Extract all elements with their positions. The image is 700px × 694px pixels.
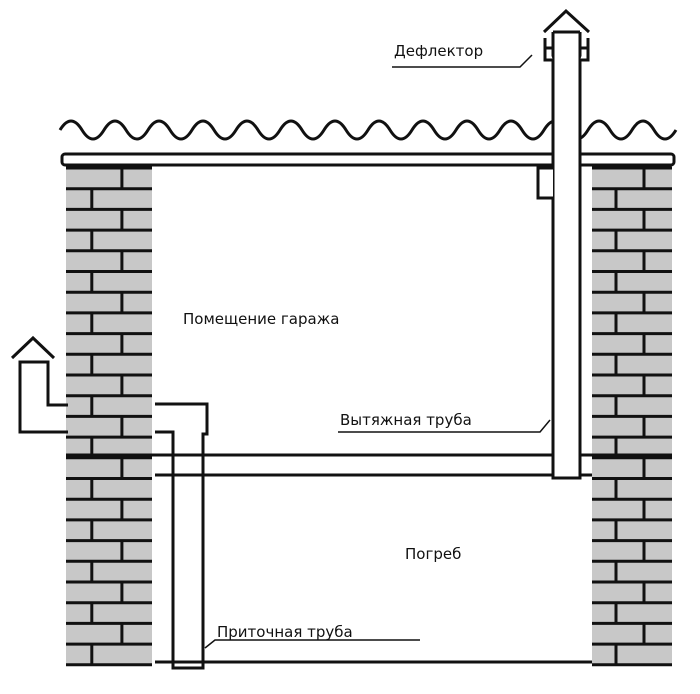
label-cellar: Погреб — [405, 545, 462, 563]
brick-walls — [66, 166, 672, 667]
deflector-cap — [542, 8, 591, 34]
label-garage-room: Помещение гаража — [183, 310, 340, 328]
exhaust-pipe — [536, 8, 591, 480]
left-brick-wall — [66, 166, 152, 667]
label-leader-exhaust — [338, 419, 551, 433]
roof-corrugated — [58, 119, 678, 141]
supply-pipe — [10, 335, 209, 670]
label-supply-pipe: Приточная труба — [217, 623, 353, 641]
label-deflector: Дефлектор — [394, 42, 484, 60]
right-brick-wall — [592, 166, 672, 667]
label-leader-supply — [204, 639, 420, 649]
deflector — [543, 38, 590, 62]
label-leader-deflector — [392, 54, 533, 68]
label-exhaust-pipe: Вытяжная труба — [340, 411, 472, 429]
ceiling-slab — [60, 152, 676, 167]
